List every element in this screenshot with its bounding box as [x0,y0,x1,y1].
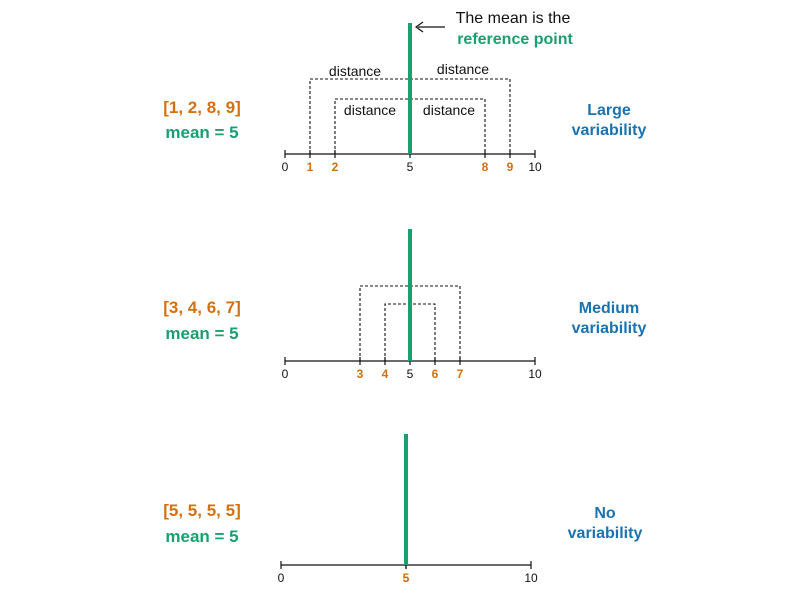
distance-label-outer-right: distance [437,61,489,77]
variability-label-line2: variability [568,525,643,542]
set-label: [1, 2, 8, 9] [163,98,240,117]
mean-label: mean = 5 [165,123,238,142]
value-label: 4 [382,367,389,381]
value-label: 7 [457,367,464,381]
axis-tick-label: 5 [407,160,414,174]
axis-tick-label: 10 [528,160,542,174]
value-label: 5 [403,571,410,585]
axis-tick-label: 5 [403,571,410,585]
mean-annotation: The mean is the reference point [414,10,573,48]
number-line-plot: 0 5 10 3 4 6 7 [282,229,542,381]
axis-tick-label: 10 [524,571,538,585]
annotation-arrow-head [414,21,424,33]
annotation-line2: reference point [457,31,573,48]
variability-label-line2: variability [572,122,647,139]
panel-medium-variability: [3, 4, 6, 7] mean = 5 Medium variability… [163,229,646,381]
axis-tick-label: 0 [278,571,285,585]
variability-label-line1: Medium [579,300,639,317]
value-label: 6 [432,367,439,381]
panel-large-variability: [1, 2, 8, 9] mean = 5 Large variability … [163,23,646,174]
distance-label-inner-left: distance [344,102,396,118]
axis-tick-label: 10 [528,367,542,381]
value-label: 2 [332,160,339,174]
axis-tick-label: 0 [282,367,289,381]
mean-label: mean = 5 [165,527,238,546]
number-line-plot: 0 5 10 1 2 8 9 [282,23,542,174]
axis-tick-label: 5 [407,367,414,381]
value-label: 9 [507,160,514,174]
value-label: 1 [307,160,314,174]
variability-label-line1: No [594,505,616,522]
variability-label-line1: Large [587,102,631,119]
distance-label-outer-left: distance [329,63,381,79]
panel-no-variability: [5, 5, 5, 5] mean = 5 No variability 0 5 1… [163,434,642,585]
set-label: [3, 4, 6, 7] [163,298,240,317]
value-label: 8 [482,160,489,174]
axis-tick-label: 0 [282,160,289,174]
value-label: 3 [357,367,364,381]
variability-label-line2: variability [572,320,647,337]
distance-label-inner-right: distance [423,102,475,118]
annotation-line1: The mean is the [456,10,571,27]
set-label: [5, 5, 5, 5] [163,501,240,520]
mean-label: mean = 5 [165,324,238,343]
